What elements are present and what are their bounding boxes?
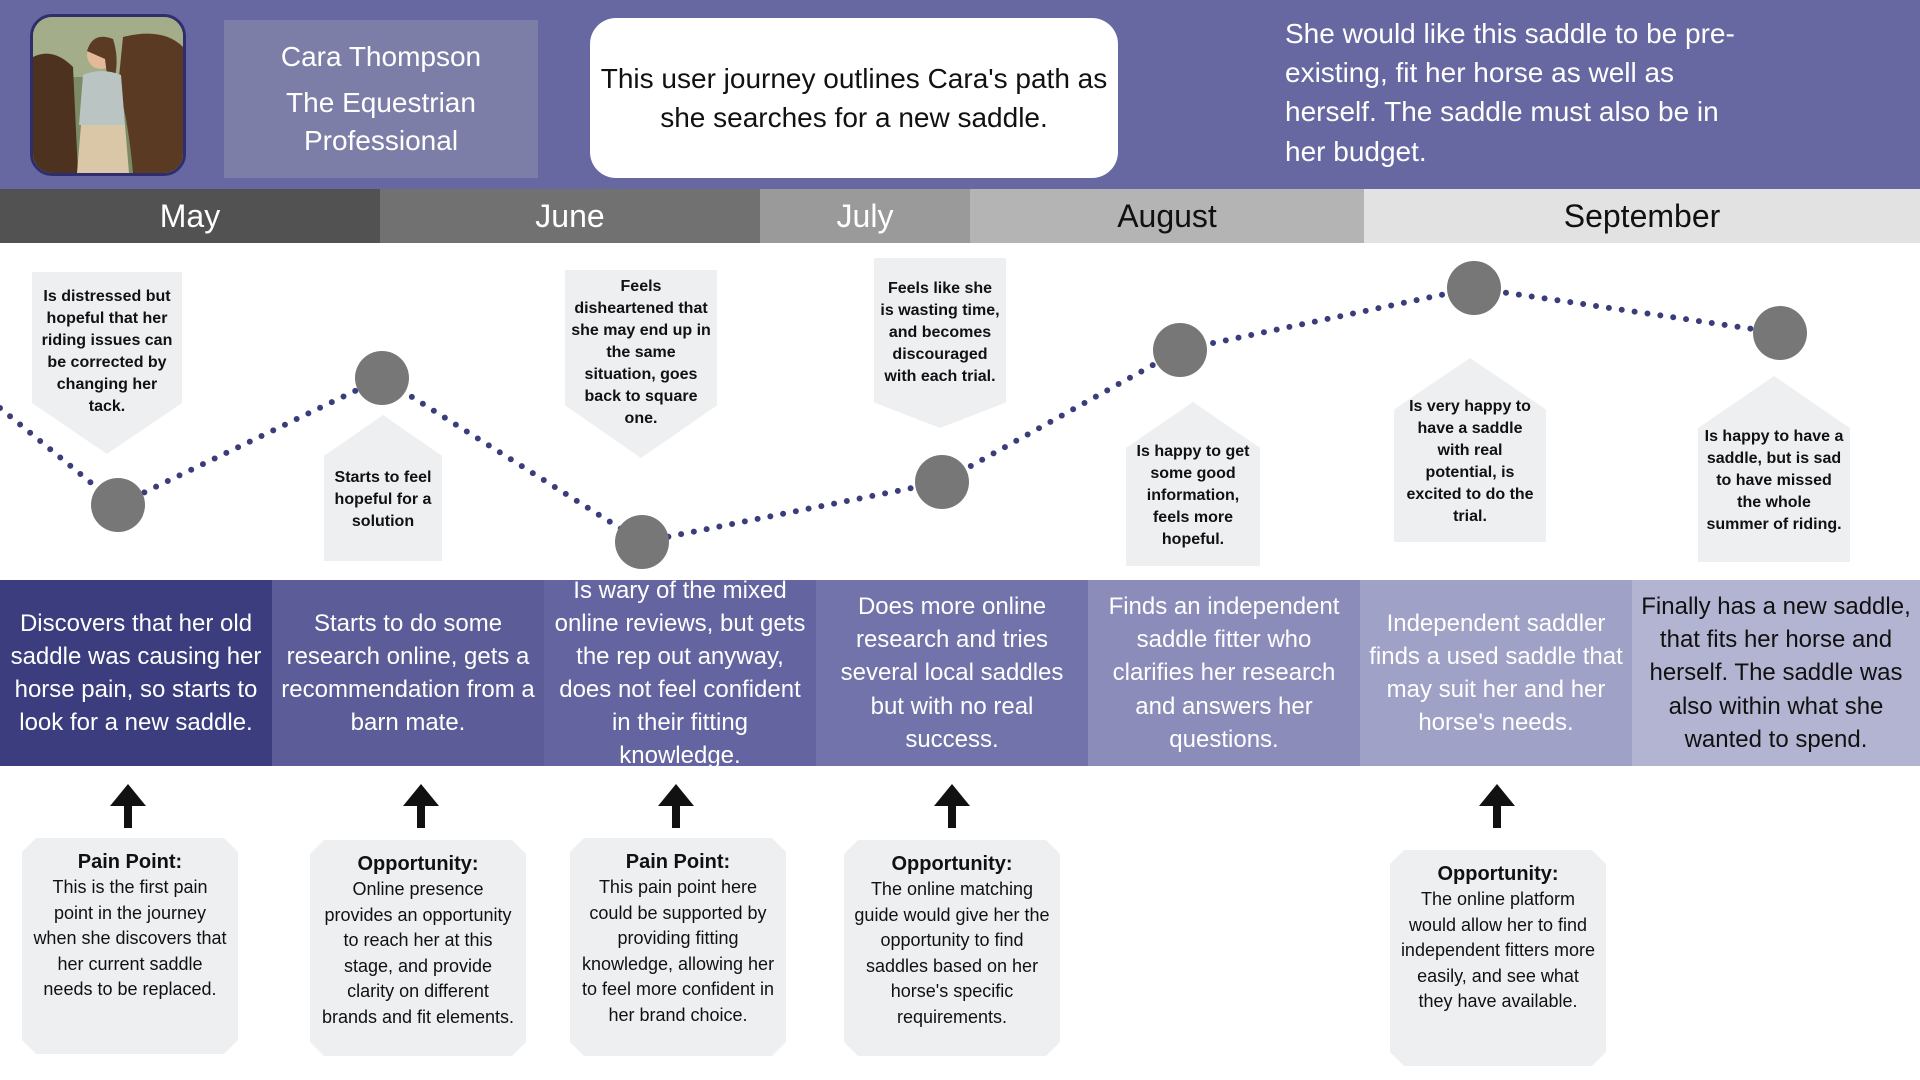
insight-card-3: Pain Point: This pain point here could b…	[570, 838, 786, 1056]
insight-body: This is the first pain point in the jour…	[33, 877, 227, 1000]
emotion-node	[915, 455, 969, 509]
emotion-note-4: Feels like she is wasting time, and beco…	[874, 258, 1006, 428]
month-may: May	[0, 189, 380, 243]
stage-6: Independent saddler finds a used saddle …	[1360, 580, 1632, 766]
insight-body: Online presence provides an opportunity …	[321, 879, 515, 1027]
insight-card-4: Opportunity: The online matching guide w…	[844, 840, 1060, 1056]
stage-3: Is wary of the mixed online reviews, but…	[544, 577, 816, 769]
month-june: June	[380, 189, 760, 243]
insight-body: This pain point here could be supported …	[581, 877, 775, 1025]
emotion-node	[1753, 306, 1807, 360]
persona-name: Cara Thompson	[280, 41, 482, 72]
stage-7: Finally has a new saddle, that fits her …	[1632, 580, 1920, 766]
insight-body: The online matching guide would give her…	[854, 879, 1050, 1027]
up-arrow-icon	[934, 784, 970, 828]
emotion-node	[91, 478, 145, 532]
stage-1: Discovers that her old saddle was causin…	[0, 580, 272, 766]
up-arrow-icon	[403, 784, 439, 828]
insight-title: Pain Point:	[625, 851, 731, 873]
month-july: July	[760, 189, 970, 243]
emotion-node	[1153, 323, 1207, 377]
insight-card-2: Opportunity: Online presence provides an…	[310, 840, 526, 1056]
persona-name-box: Cara Thompson The Equestrian Professiona…	[224, 20, 538, 178]
persona-photo	[30, 14, 186, 176]
month-label: September	[1563, 197, 1721, 234]
persona-role: The Equestrian Professional	[286, 86, 476, 156]
insight-title: Opportunity:	[1437, 863, 1559, 885]
stage-5: Finds an independent saddle fitter who c…	[1088, 580, 1360, 766]
month-september: September	[1364, 189, 1920, 243]
month-label: August	[1117, 197, 1217, 234]
up-arrow-icon	[1479, 784, 1515, 828]
emotion-node	[615, 515, 669, 569]
insight-body: The online platform would allow her to f…	[1400, 889, 1596, 1012]
up-arrow-icon	[110, 784, 146, 828]
persona-header: Cara Thompson The Equestrian Professiona…	[0, 0, 1920, 189]
emotion-curve	[0, 261, 1807, 569]
insight-title: Opportunity:	[357, 853, 479, 875]
month-august: August	[970, 189, 1364, 243]
insight-card-5: Opportunity: The online platform would a…	[1390, 850, 1606, 1066]
persona-photo-image	[33, 17, 183, 173]
insight-title: Pain Point:	[77, 851, 183, 873]
emotion-node	[355, 351, 409, 405]
month-label: May	[159, 197, 221, 234]
stage-4: Does more online research and tries seve…	[816, 580, 1088, 766]
insight-title: Opportunity:	[891, 853, 1013, 875]
month-label: June	[535, 197, 605, 234]
journey-intro: This user journey outlines Cara's path a…	[590, 18, 1118, 178]
stage-2: Starts to do some research online, gets …	[272, 580, 544, 766]
insight-card-1: Pain Point: This is the first pain point…	[22, 838, 238, 1054]
emotion-node	[1447, 261, 1501, 315]
persona-goal: She would like this saddle to be pre-exi…	[1285, 18, 1735, 167]
up-arrow-icon	[658, 784, 694, 828]
month-label: July	[836, 197, 894, 234]
